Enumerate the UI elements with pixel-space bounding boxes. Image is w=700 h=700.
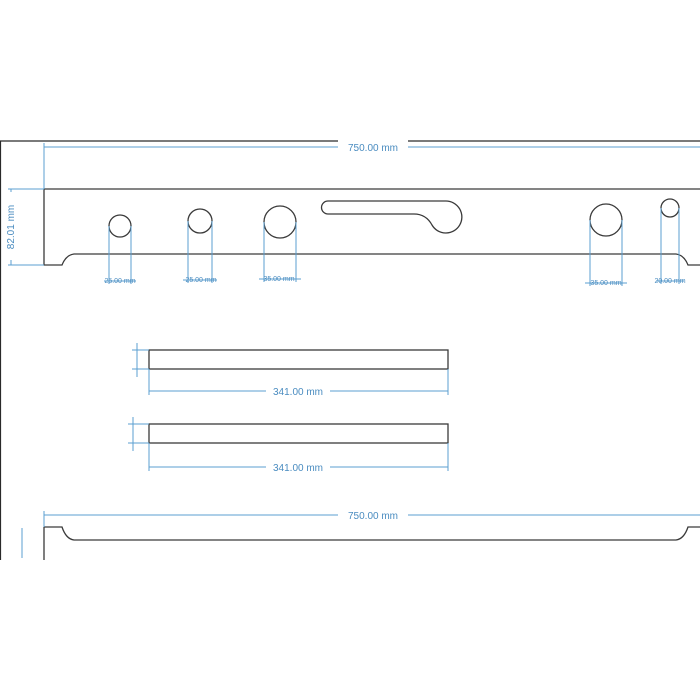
hole-dim-1: 25.00 mm <box>104 226 136 285</box>
hole-dim-5: 20.00 mm <box>654 208 686 285</box>
hole-3 <box>263 205 297 239</box>
hole-dim-3: 35.00 mm <box>259 222 301 283</box>
top-width-label: 750.00 mm <box>348 143 398 154</box>
bar-2-length-label: 341.00 mm <box>273 463 323 474</box>
bar-1-outline <box>148 349 449 370</box>
hole-1-label: 25.00 mm <box>104 278 135 285</box>
bar-2-group: 341.00 mm <box>128 417 449 474</box>
top-plate-group: 750.00 mm 82.01 mm 25.00 mm 25.00 mm 35.… <box>3 140 700 287</box>
hole-3-label: 35.00 mm <box>263 276 294 283</box>
hole-dim-4: 35.00 mm <box>585 220 627 287</box>
top-height-label-bg <box>3 192 19 260</box>
hole-dim-2: 25.00 mm <box>183 221 217 284</box>
top-height-label: 82.01 mm <box>6 205 17 249</box>
bottom-width-label-bg <box>338 508 408 522</box>
hole-2 <box>187 208 213 234</box>
hole-5-label: 20.00 mm <box>654 278 685 285</box>
bar-1-label-bg <box>266 384 330 398</box>
bar-1-group: 341.00 mm <box>132 343 449 398</box>
hole-1 <box>108 214 132 238</box>
keyhole-slot <box>320 200 463 234</box>
top-plate-outline <box>43 188 700 266</box>
bottom-plate-group: 750.00 mm <box>21 508 700 560</box>
bottom-width-label: 750.00 mm <box>348 511 398 522</box>
hole-4-label: 35.00 mm <box>590 280 621 287</box>
bottom-plate-outline <box>43 526 700 560</box>
hole-2-label: 25.00 mm <box>185 277 216 284</box>
top-width-label-bg <box>338 140 408 154</box>
hole-5 <box>660 198 680 218</box>
bar-1-length-label: 341.00 mm <box>273 387 323 398</box>
bar-2-outline <box>148 423 449 444</box>
hole-4 <box>589 203 623 237</box>
cropped-area <box>0 560 700 700</box>
bar-2-label-bg <box>266 460 330 474</box>
